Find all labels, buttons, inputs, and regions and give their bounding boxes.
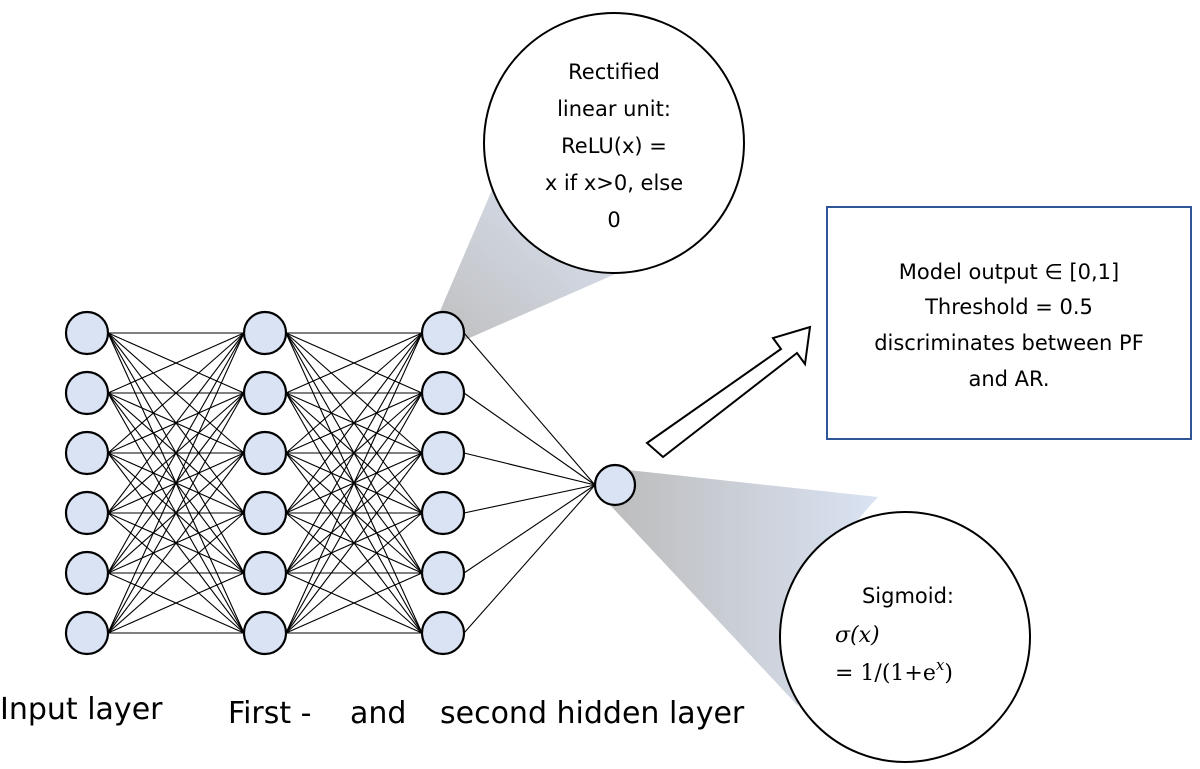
sigmoid-formula-suffix: ) <box>944 661 953 686</box>
input-neuron <box>64 370 110 416</box>
hidden-1-neuron <box>242 610 288 656</box>
sigmoid-formula-exponent: x <box>936 656 945 674</box>
relu-line-1: Rectified <box>568 60 660 84</box>
sigmoid-magnification-cone <box>610 470 878 706</box>
connection-edge <box>463 484 596 634</box>
connection-edge <box>107 512 245 634</box>
connection-edge <box>463 452 596 486</box>
and-label: and <box>350 696 407 731</box>
hidden-2-neuron <box>420 610 466 656</box>
connection-edge <box>107 392 245 634</box>
connection-edge <box>107 332 245 394</box>
connection-edge <box>463 332 596 486</box>
connection-edge <box>107 452 245 634</box>
hidden-1-neuron <box>242 490 288 536</box>
output-box-line-1: Model output ∈ [0,1] <box>899 260 1119 284</box>
connection-edge <box>107 332 245 574</box>
relu-line-3: ReLU(x) = <box>561 134 667 158</box>
hidden-1-neuron <box>242 370 288 416</box>
output-arrow-icon <box>645 325 812 459</box>
connection-edge <box>285 332 423 574</box>
input-neuron <box>64 310 110 356</box>
output-neuron <box>593 463 637 507</box>
hidden-1-neuron <box>242 430 288 476</box>
relu-bubble: Rectified linear unit: ReLU(x) = x if x>… <box>483 12 745 274</box>
input-neuron <box>64 490 110 536</box>
hidden-2-neuron <box>420 370 466 416</box>
sigmoid-bubble: Sigmoid: σ(x) = 1/(1+ex) <box>779 511 1031 763</box>
sigmoid-formula-line-1: σ(x) <box>835 623 880 648</box>
connections <box>107 332 596 634</box>
sigmoid-bubble-circle <box>779 511 1031 763</box>
neurons <box>64 310 637 656</box>
input-layer-label: Input layer <box>0 692 163 727</box>
input-neuron <box>64 430 110 476</box>
sigmoid-formula-prefix: = 1/(1+e <box>835 661 936 686</box>
relu-line-5: 0 <box>607 208 620 232</box>
output-box-line-3: discriminates between PF <box>874 331 1144 355</box>
connection-edge <box>107 572 245 634</box>
connection-edge <box>285 572 423 634</box>
hidden-2-neuron <box>420 310 466 356</box>
input-neuron <box>64 550 110 596</box>
connection-edge <box>285 332 423 514</box>
connection-edge <box>463 484 596 514</box>
relu-line-2: linear unit: <box>557 97 671 121</box>
connection-edge <box>285 392 423 634</box>
connection-edge <box>285 332 423 394</box>
connection-edge <box>463 484 596 574</box>
output-box-line-4: and AR. <box>968 367 1049 391</box>
relu-line-4: x if x>0, else <box>545 171 683 195</box>
hidden-2-neuron <box>420 490 466 536</box>
hidden-2-neuron <box>420 430 466 476</box>
relu-magnification-cone <box>437 190 620 343</box>
connection-edge <box>463 392 596 486</box>
connection-edge <box>285 332 423 454</box>
connection-edge <box>285 452 423 634</box>
connection-edge <box>107 332 245 514</box>
connection-edge <box>285 512 423 634</box>
input-neuron <box>64 610 110 656</box>
relu-bubble-circle <box>483 12 745 274</box>
connection-edge <box>107 332 245 634</box>
hidden-1-neuron <box>242 550 288 596</box>
sigmoid-formula-line-2: = 1/(1+ex) <box>835 656 953 686</box>
output-box-line-2: Threshold = 0.5 <box>924 295 1093 319</box>
sigmoid-title: Sigmoid: <box>862 584 954 608</box>
hidden-1-neuron <box>242 310 288 356</box>
connection-edge <box>107 332 245 454</box>
model-output-box: Model output ∈ [0,1] Threshold = 0.5 dis… <box>826 206 1192 440</box>
model-output-box-border <box>826 206 1192 440</box>
first-hidden-label: First - <box>228 696 312 731</box>
second-hidden-layer-label: second hidden layer <box>440 696 745 731</box>
connection-edge <box>285 332 423 634</box>
hidden-2-neuron <box>420 550 466 596</box>
